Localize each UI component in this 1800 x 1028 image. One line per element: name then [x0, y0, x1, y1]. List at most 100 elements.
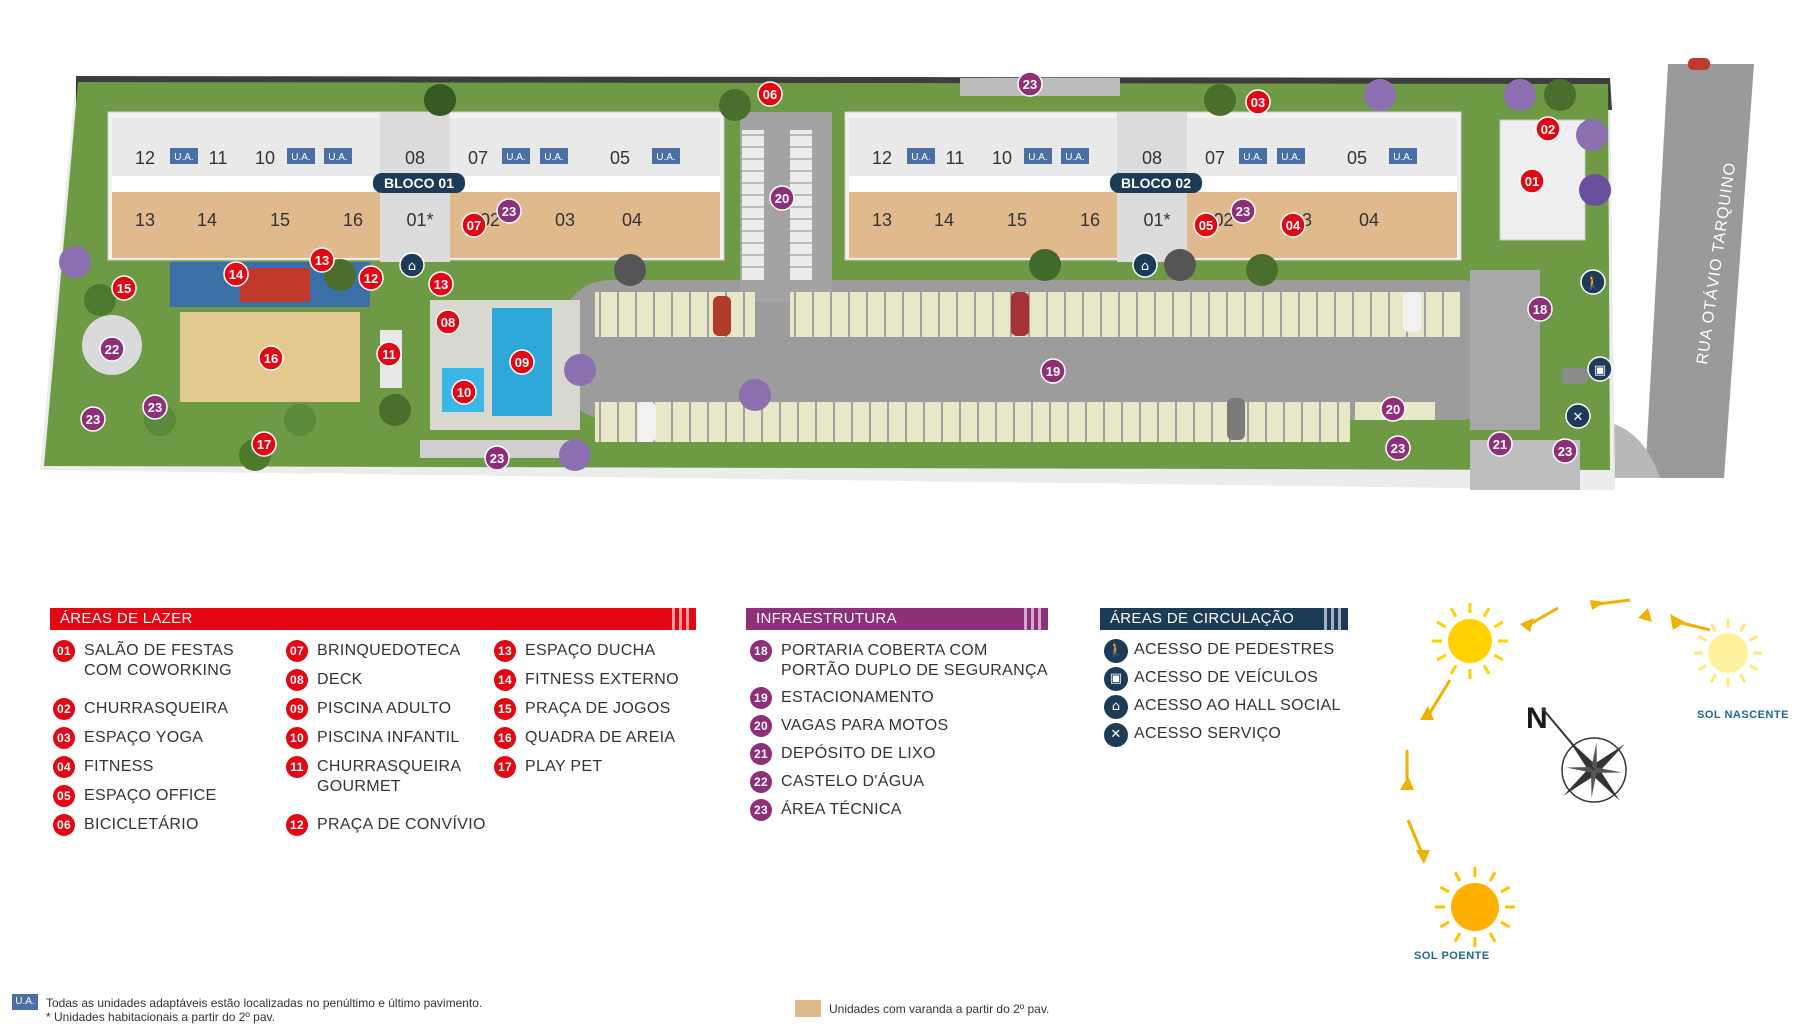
hall-icon-glyph: ⌂: [1141, 259, 1149, 274]
tree-icon: [1164, 249, 1196, 281]
legend-item-label: PISCINA ADULTO: [317, 700, 452, 717]
legend-number-badge: 19: [750, 687, 772, 709]
ua-tag: [170, 148, 198, 164]
tree-icon: [564, 354, 596, 386]
tree-icon: [1204, 84, 1236, 116]
map-marker-label: 23: [1391, 441, 1405, 456]
ua-tag: [540, 148, 568, 164]
map-marker-label: 23: [1023, 77, 1037, 92]
legend-infra-title: INFRAESTRUTURA: [756, 610, 897, 627]
legend-item-label: PRAÇA DE JOGOS: [525, 700, 671, 717]
tools-icon-glyph: ✕: [1573, 410, 1584, 425]
map-marker-label: 19: [1046, 364, 1060, 379]
ua-tag: [1277, 148, 1305, 164]
legend-number-badge: 08: [286, 669, 308, 691]
legend-number-badge: 06: [53, 814, 75, 836]
unit-number: 12: [135, 148, 155, 168]
ua-tag-label: U.A.: [506, 152, 525, 163]
map-marker-20: [1380, 396, 1406, 422]
legend-number-badge: 15: [494, 698, 516, 720]
unit-number: 01*: [406, 210, 433, 230]
unit-number: 08: [1142, 148, 1162, 168]
map-marker-label: 18: [1533, 302, 1547, 317]
unit-number: 07: [468, 148, 488, 168]
ua-tag: [502, 148, 530, 164]
map-marker-07: [461, 212, 487, 238]
map-marker-17: [251, 431, 277, 457]
legend-circulacao-header: ÁREAS DE CIRCULAÇÃO: [1100, 608, 1348, 630]
street-road: [1645, 64, 1754, 478]
map-marker-label: 23: [148, 400, 162, 415]
footer-note-asterisk: * Unidades habitacionais a partir do 2º …: [46, 1010, 275, 1024]
legend-number-badge: 21: [750, 743, 772, 765]
map-marker-label: 23: [86, 412, 100, 427]
unit-number: 05: [1347, 148, 1367, 168]
map-marker-label: 15: [117, 281, 131, 296]
tree-icon: [1544, 79, 1576, 111]
tree-icon: [59, 246, 91, 278]
legend-item-label: ESTACIONAMENTO: [781, 689, 934, 706]
map-marker-19: [1040, 358, 1066, 384]
unit-number: 11: [946, 148, 965, 168]
map-marker-22: [99, 336, 125, 362]
map-marker-23: [1230, 198, 1256, 224]
legend-number-badge: 10: [286, 727, 308, 749]
balcony-swatch: [795, 1000, 821, 1017]
ua-tag: [907, 148, 935, 164]
unit-number: 15: [1007, 210, 1027, 230]
map-marker-23: [484, 445, 510, 471]
car-icon-glyph: ▣: [1594, 363, 1606, 378]
tree-icon: [719, 89, 751, 121]
legend-number-badge: 01: [53, 640, 75, 662]
north-label: N: [1526, 702, 1548, 735]
tree-icon: [424, 84, 456, 116]
sun-noon-icon: [1432, 603, 1508, 679]
hall-icon: [1132, 252, 1158, 278]
legend-number-badge: 04: [53, 756, 75, 778]
map-marker-09: [509, 349, 535, 375]
map-marker-label: 23: [502, 204, 516, 219]
map-marker-label: 16: [264, 351, 278, 366]
pedestrian-icon: [1580, 269, 1606, 295]
map-marker-23: [80, 406, 106, 432]
ua-tag-label: U.A.: [911, 152, 930, 163]
map-marker-23: [1017, 71, 1043, 97]
tree-icon: [1504, 79, 1536, 111]
unit-number: 04: [622, 210, 642, 230]
map-marker-11: [376, 341, 402, 367]
legend-item-label: FITNESS: [84, 758, 154, 775]
map-marker-10: [451, 379, 477, 405]
map-marker-label: 23: [490, 451, 504, 466]
ua-tag-label: U.A.: [1393, 152, 1412, 163]
map-marker-08: [435, 309, 461, 335]
ua-tag-label: U.A.: [328, 152, 347, 163]
legend-circulacao-title: ÁREAS DE CIRCULAÇÃO: [1110, 610, 1295, 627]
trees: [59, 79, 1611, 471]
legend-item-label: PRAÇA DE CONVÍVIO: [317, 816, 486, 833]
unit-number: 13: [872, 210, 892, 230]
ua-tag-label: U.A.: [1281, 152, 1300, 163]
cars: [638, 58, 1710, 442]
map-marker-label: 23: [1236, 204, 1250, 219]
tools-icon: [1565, 403, 1591, 429]
unit-number: 10: [255, 148, 275, 168]
tree-icon: [1246, 254, 1278, 286]
legend-item-label: BRINQUEDOTECA: [317, 642, 461, 659]
ua-tag: [1024, 148, 1052, 164]
map-marker-label: 14: [229, 267, 244, 282]
pedestrian-icon-glyph: 🚶: [1585, 275, 1601, 291]
bloco-badge: [1110, 173, 1202, 193]
map-marker-label: 06: [763, 87, 777, 102]
tree-icon: [379, 394, 411, 426]
legend-number-badge: 17: [494, 756, 516, 778]
ua-tag: [1061, 148, 1089, 164]
legend-number-badge: 23: [750, 799, 772, 821]
map-marker-23: [496, 198, 522, 224]
map-marker-label: 17: [257, 437, 271, 452]
map-marker-label: 13: [434, 277, 448, 292]
legend-item-label: CASTELO D'ÁGUA: [781, 773, 925, 790]
legend-item-label: ESPAÇO OFFICE: [84, 787, 217, 804]
map-marker-label: 21: [1493, 437, 1507, 452]
sunset-label: SOL POENTE: [1414, 950, 1490, 962]
map-marker-05: [1193, 212, 1219, 238]
